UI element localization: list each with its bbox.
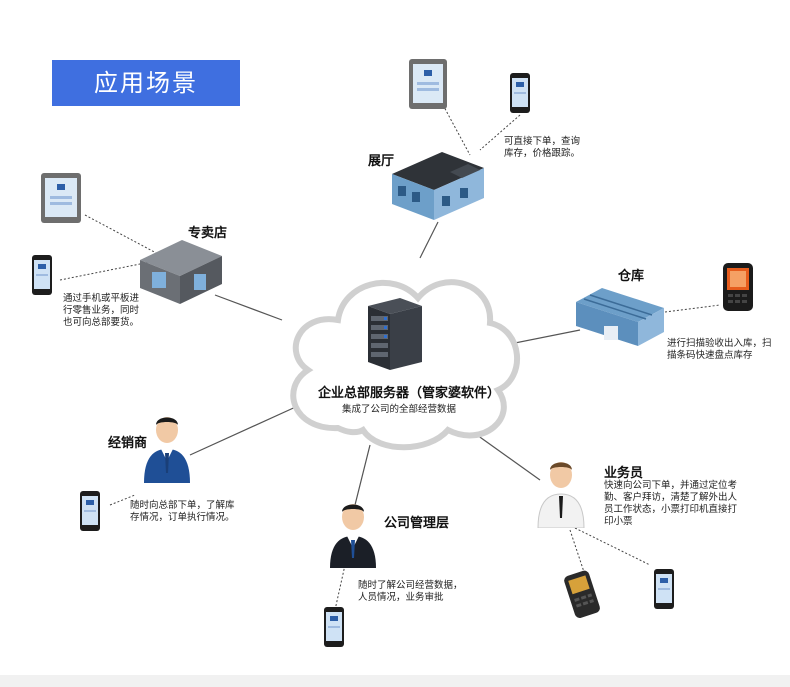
person-icon: [537, 462, 585, 528]
note-warehouse: 进行扫描验收出入库，扫 描条码快速盘点库存: [667, 338, 772, 361]
center-title: 企业总部服务器（管家婆软件）: [318, 386, 501, 401]
warehouse-icon: [576, 288, 664, 346]
dotted-warehouse-scanner: [664, 304, 721, 313]
line-dealer: [189, 404, 301, 456]
printer-scanner-icon: [564, 570, 600, 618]
label-salesman: 业务员: [604, 466, 644, 481]
phone-icon: [510, 73, 530, 113]
line-salesman: [469, 429, 541, 481]
line-management: [354, 444, 371, 506]
phone-icon: [324, 607, 344, 647]
note-store: 通过手机或平板进 行零售业务，同时 也可向总部要货。: [63, 293, 140, 328]
page-title: 应用场景: [52, 60, 240, 106]
dotted-showroom-phone: [479, 114, 521, 151]
phone-icon: [32, 255, 52, 295]
tablet-icon: [41, 173, 81, 223]
note-showroom: 可直接下单，查询 库存，价格跟踪。: [504, 136, 581, 159]
dotted-showroom-tablet: [442, 104, 471, 156]
label-showroom: 展厅: [368, 154, 395, 169]
line-store: [214, 294, 283, 321]
note-salesman: 快速向公司下单，并通过定位考 勤、客户拜访，清楚了解外出人 员工作状态，小票打印…: [604, 480, 738, 527]
label-management: 公司管理层: [384, 516, 450, 531]
building-icon: [140, 240, 222, 304]
center-subtitle: 集成了公司的全部经营数据: [342, 404, 457, 415]
phone-icon: [654, 569, 674, 609]
label-dealer: 经销商: [108, 436, 148, 451]
person-icon: [144, 417, 190, 483]
dotted-management-phone: [334, 564, 346, 611]
line-showroom: [419, 221, 439, 259]
note-dealer: 随时向总部下单，了解库 存情况，订单执行情况。: [130, 500, 235, 523]
line-warehouse: [504, 329, 581, 346]
bottom-bar: [0, 675, 790, 687]
server-icon: [368, 298, 422, 370]
building-icon: [392, 152, 484, 220]
tablet-icon: [409, 59, 447, 109]
phone-icon: [80, 491, 100, 531]
note-management: 随时了解公司经营数据， 人员情况，业务审批: [358, 580, 463, 603]
dotted-store-phone: [59, 261, 151, 281]
dotted-dealer-phone: [109, 494, 136, 506]
label-warehouse: 仓库: [618, 269, 645, 284]
handheld-scanner-icon: [723, 263, 753, 311]
label-store: 专卖店: [188, 226, 228, 241]
dotted-salesman-phone: [574, 527, 651, 566]
person-icon: [330, 504, 376, 568]
